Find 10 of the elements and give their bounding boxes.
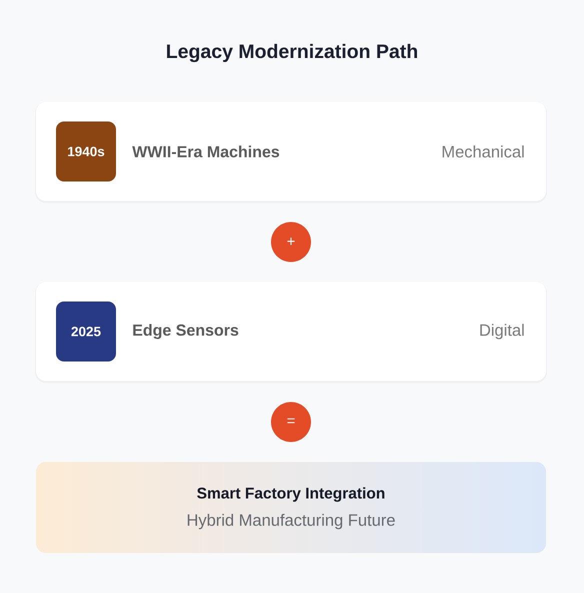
result-card xyxy=(36,462,546,553)
card-title: Edge Sensors xyxy=(133,324,238,339)
card-title: WWII-Era Machines xyxy=(132,146,280,158)
year-badge: 2025 xyxy=(56,302,116,362)
type-label: Digital xyxy=(480,324,524,340)
result-subtitle: Hybrid Manufacturing Future xyxy=(188,514,395,530)
year-badge: 1940s xyxy=(56,122,116,182)
result-title: Smart Factory Integration xyxy=(197,487,384,502)
type-label: Mechanical xyxy=(442,145,524,158)
title: Legacy Modernization Path xyxy=(167,44,417,62)
